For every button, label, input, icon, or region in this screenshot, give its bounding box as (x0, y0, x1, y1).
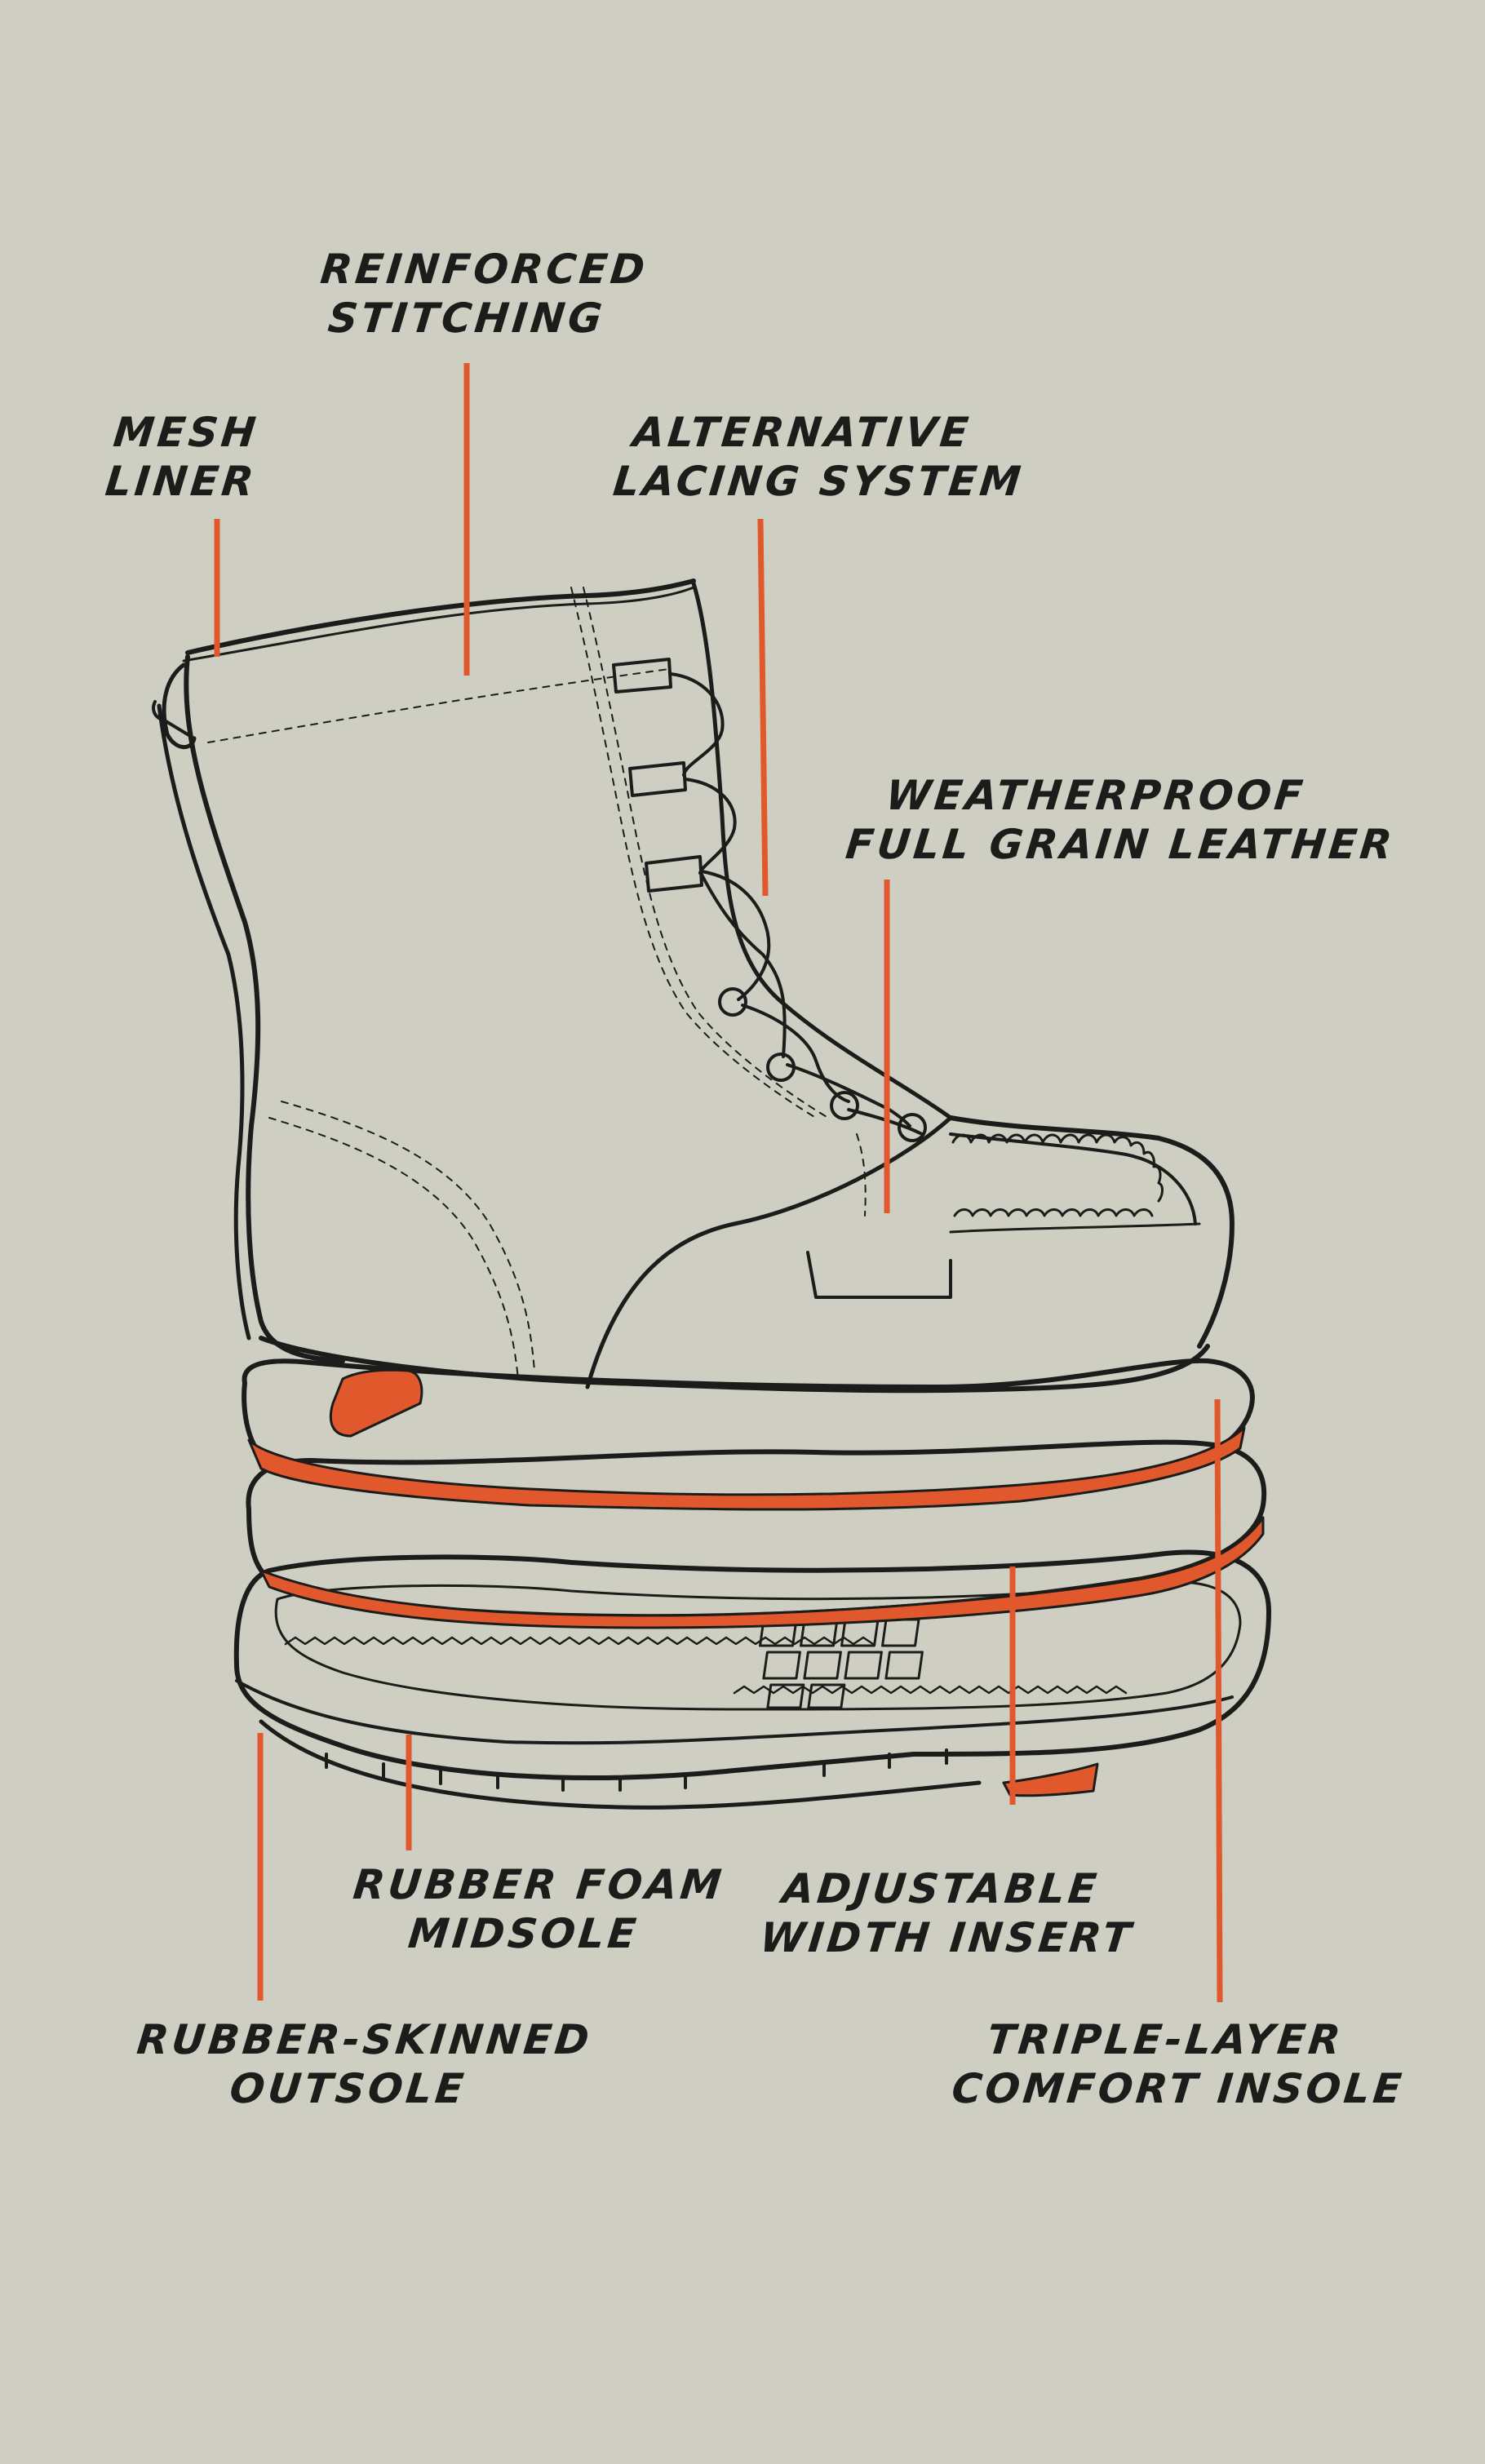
callout-lines (214, 363, 1223, 2003)
label-weatherproof-leather: WEATHERPROOF FULL GRAIN LEATHER (843, 771, 1398, 869)
label-adjustable-width-insert-line2: WIDTH INSERT (757, 1914, 1137, 1961)
label-reinforced-stitching-line1: REINFORCED (318, 246, 650, 293)
label-rubber-skinned-outsole-line2: OUTSOLE (227, 2065, 469, 2112)
label-weatherproof-leather-line1: WEATHERPROOF (884, 772, 1309, 819)
label-rubber-foam-midsole-line2: MIDSOLE (406, 1910, 642, 1957)
label-mesh-liner: MESH LINER (101, 408, 267, 506)
label-mesh-liner-line1: MESH (111, 409, 262, 456)
callout-line-lacing-system (757, 518, 769, 897)
label-alternative-lacing-system: ALTERNATIVE LACING SYSTEM (610, 408, 1026, 506)
insole-layer (242, 1358, 1255, 1511)
midsole-layer (246, 1439, 1267, 1629)
label-mesh-liner-line2: LINER (103, 458, 259, 505)
outsole-layer (233, 1549, 1271, 1810)
boot-upper (152, 578, 1235, 1394)
label-triple-layer-insole: TRIPLE-LAYER COMFORT INSOLE (949, 2015, 1407, 2113)
label-adjustable-width-insert: ADJUSTABLE WIDTH INSERT (757, 1864, 1137, 1962)
label-triple-layer-insole-line2: COMFORT INSOLE (949, 2065, 1407, 2112)
label-reinforced-stitching: REINFORCED STITCHING (313, 245, 650, 343)
label-rubber-foam-midsole: RUBBER FOAM MIDSOLE (346, 1860, 727, 1958)
label-alternative-lacing-line1: ALTERNATIVE (630, 409, 974, 456)
label-adjustable-width-insert-line1: ADJUSTABLE (779, 1865, 1102, 1912)
label-reinforced-stitching-line2: STITCHING (326, 295, 608, 342)
label-rubber-skinned-outsole-line1: RUBBER-SKINNED (135, 2016, 595, 2063)
label-alternative-lacing-line2: LACING SYSTEM (610, 458, 1026, 505)
label-rubber-skinned-outsole: RUBBER-SKINNED OUTSOLE (130, 2015, 595, 2113)
label-triple-layer-insole-line1: TRIPLE-LAYER (984, 2016, 1346, 2063)
callout-line-insole (1214, 1398, 1223, 2003)
label-rubber-foam-midsole-line1: RUBBER FOAM (351, 1861, 727, 1908)
label-weatherproof-leather-line2: FULL GRAIN LEATHER (843, 821, 1398, 868)
